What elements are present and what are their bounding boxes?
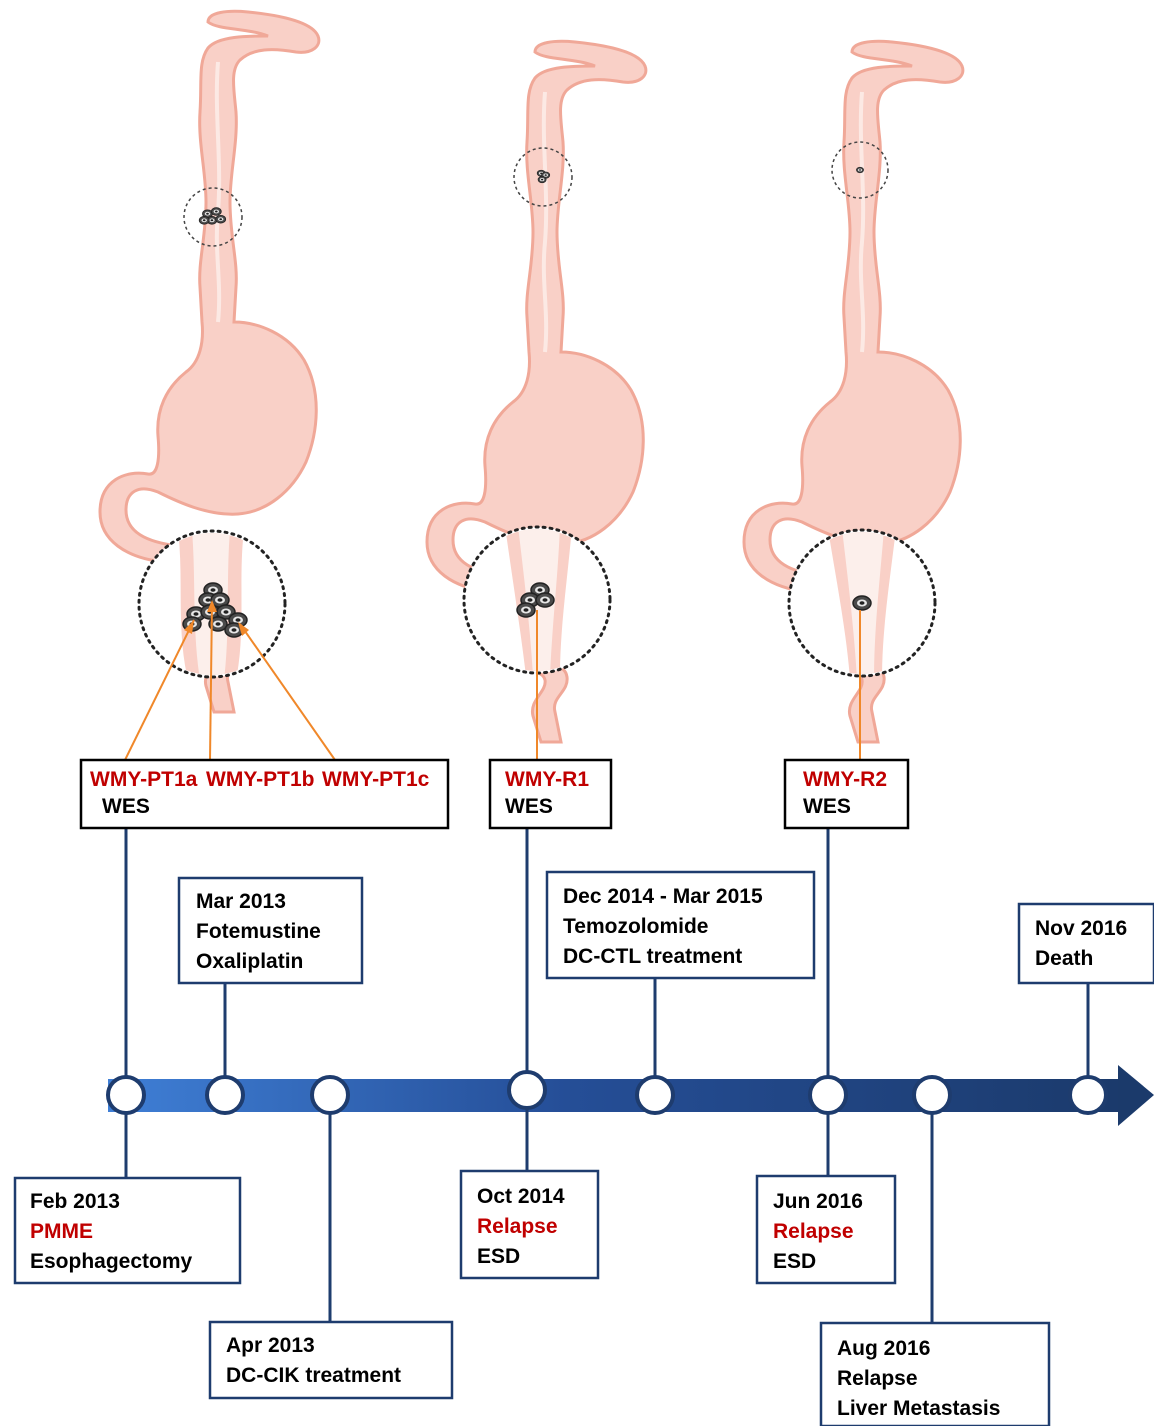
event-treatment: DC-CTL treatment xyxy=(563,945,742,968)
sample-id: WMY-R2 xyxy=(803,768,887,791)
event-drug: Temozolomide xyxy=(563,915,708,938)
event-date: Oct 2014 xyxy=(477,1185,565,1208)
sequencing-method: WES xyxy=(102,795,150,818)
event-status: Liver Metastasis xyxy=(837,1397,1000,1420)
event-status: Death xyxy=(1035,947,1093,970)
pointer-line xyxy=(240,624,335,760)
event-drug: Fotemustine xyxy=(196,920,321,943)
timeline-node xyxy=(108,1077,144,1113)
event-drug: Oxaliplatin xyxy=(196,950,303,973)
timeline-arrow-icon xyxy=(1118,1065,1154,1126)
event-diagnosis: PMME xyxy=(30,1220,93,1243)
magnified-view-relapse-2 xyxy=(789,529,935,679)
event-date: Feb 2013 xyxy=(30,1190,120,1213)
timeline-node xyxy=(637,1077,673,1113)
event-procedure: ESD xyxy=(773,1250,816,1273)
sample-id: WMY-PT1a xyxy=(90,768,198,791)
sequencing-method: WES xyxy=(505,795,553,818)
timeline-node xyxy=(914,1077,950,1113)
sample-box-relapse-1: WMY-R1 WES xyxy=(490,760,611,828)
timeline-axis xyxy=(108,1065,1154,1126)
event-treatment: DC-CIK treatment xyxy=(226,1364,401,1387)
timeline-node xyxy=(509,1072,545,1108)
sequencing-method: WES xyxy=(803,795,851,818)
timeline-node xyxy=(312,1077,348,1113)
timeline-node xyxy=(810,1077,846,1113)
event-date: Apr 2013 xyxy=(226,1334,315,1357)
sample-id: WMY-PT1c xyxy=(322,768,430,791)
timeline-node xyxy=(1070,1077,1106,1113)
event-box-nov-2016 xyxy=(1019,904,1154,983)
sample-box-diagnosis: WMY-PT1a WMY-PT1b WMY-PT1c WES xyxy=(81,760,448,828)
event-status: Relapse xyxy=(477,1215,558,1238)
event-procedure: Esophagectomy xyxy=(30,1250,193,1273)
tumor-cluster-icon xyxy=(853,596,871,610)
sample-box-relapse-2: WMY-R2 WES xyxy=(785,760,908,828)
event-date: Jun 2016 xyxy=(773,1190,863,1213)
event-date: Mar 2013 xyxy=(196,890,286,913)
event-status: Relapse xyxy=(837,1367,918,1390)
event-procedure: ESD xyxy=(477,1245,520,1268)
event-date: Nov 2016 xyxy=(1035,917,1127,940)
sample-id: WMY-R1 xyxy=(505,768,589,791)
event-date: Dec 2014 - Mar 2015 xyxy=(563,885,763,908)
sample-id: WMY-PT1b xyxy=(206,768,315,791)
event-status: Relapse xyxy=(773,1220,854,1243)
timeline-node xyxy=(207,1077,243,1113)
event-date: Aug 2016 xyxy=(837,1337,930,1360)
tumor-cluster-icon xyxy=(856,167,863,173)
